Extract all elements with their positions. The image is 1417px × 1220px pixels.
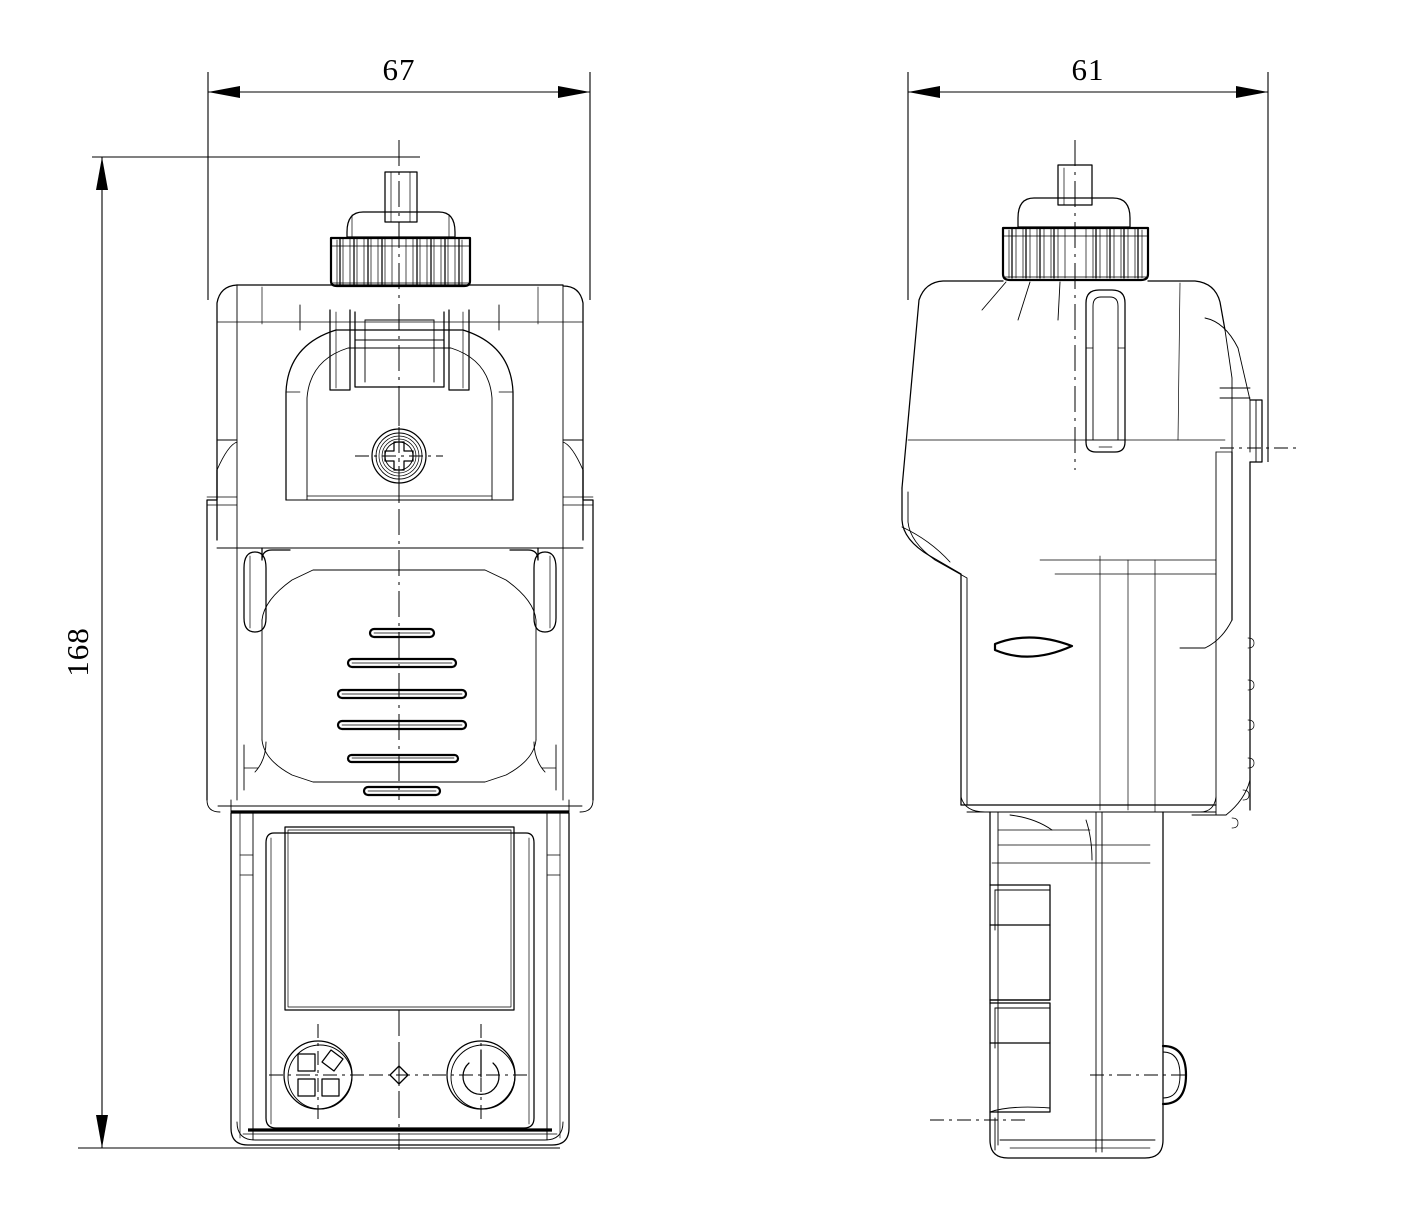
ventilation-slots [336,627,468,797]
vent-slot [346,753,460,764]
inlet-nozzle [384,171,418,223]
dimension-label-67: 67 [383,52,416,87]
menu-button[interactable] [269,1024,367,1122]
side-grip-ridges [989,884,1051,1151]
side-mid-housing [901,451,1255,829]
dimension-height-front: 168 [60,156,560,1149]
dimension-width-side: 61 [907,52,1269,462]
side-view [901,140,1300,1159]
four-squares-icon [297,1049,344,1097]
mid-housing [216,547,584,791]
sensor-cap-collar [346,211,456,238]
edge-detents [1231,637,1255,829]
vent-slot [362,785,442,797]
control-panel-housing [230,812,570,1146]
power-symbol-icon [462,1049,500,1095]
side-knurled-cap [1001,226,1150,282]
lcd-display [284,826,515,1011]
alignment-hole [369,1045,429,1105]
side-upper-housing [901,280,1263,489]
front-view [206,140,594,1150]
upper-housing [206,284,594,801]
carry-bail-handle [285,304,514,501]
dimension-width-front: 67 [207,52,591,300]
side-button-profile[interactable] [1161,1044,1188,1106]
dimension-label-168: 168 [60,627,95,677]
side-handle-loop [1085,289,1126,453]
vent-slot [336,719,468,731]
body-panel-transition [206,799,594,814]
oval-grip-detent [993,636,1074,658]
vent-slot [346,657,458,669]
vent-slot [368,627,436,639]
dimension-label-61: 61 [1072,52,1105,87]
phillips-screw [355,412,443,500]
vent-slot [336,688,468,700]
knurled-sensor-cap [329,236,472,288]
power-button[interactable] [432,1024,530,1122]
side-cap-collar [1017,197,1131,228]
side-lower-grip [989,811,1188,1159]
side-inlet-nozzle [1057,164,1093,206]
